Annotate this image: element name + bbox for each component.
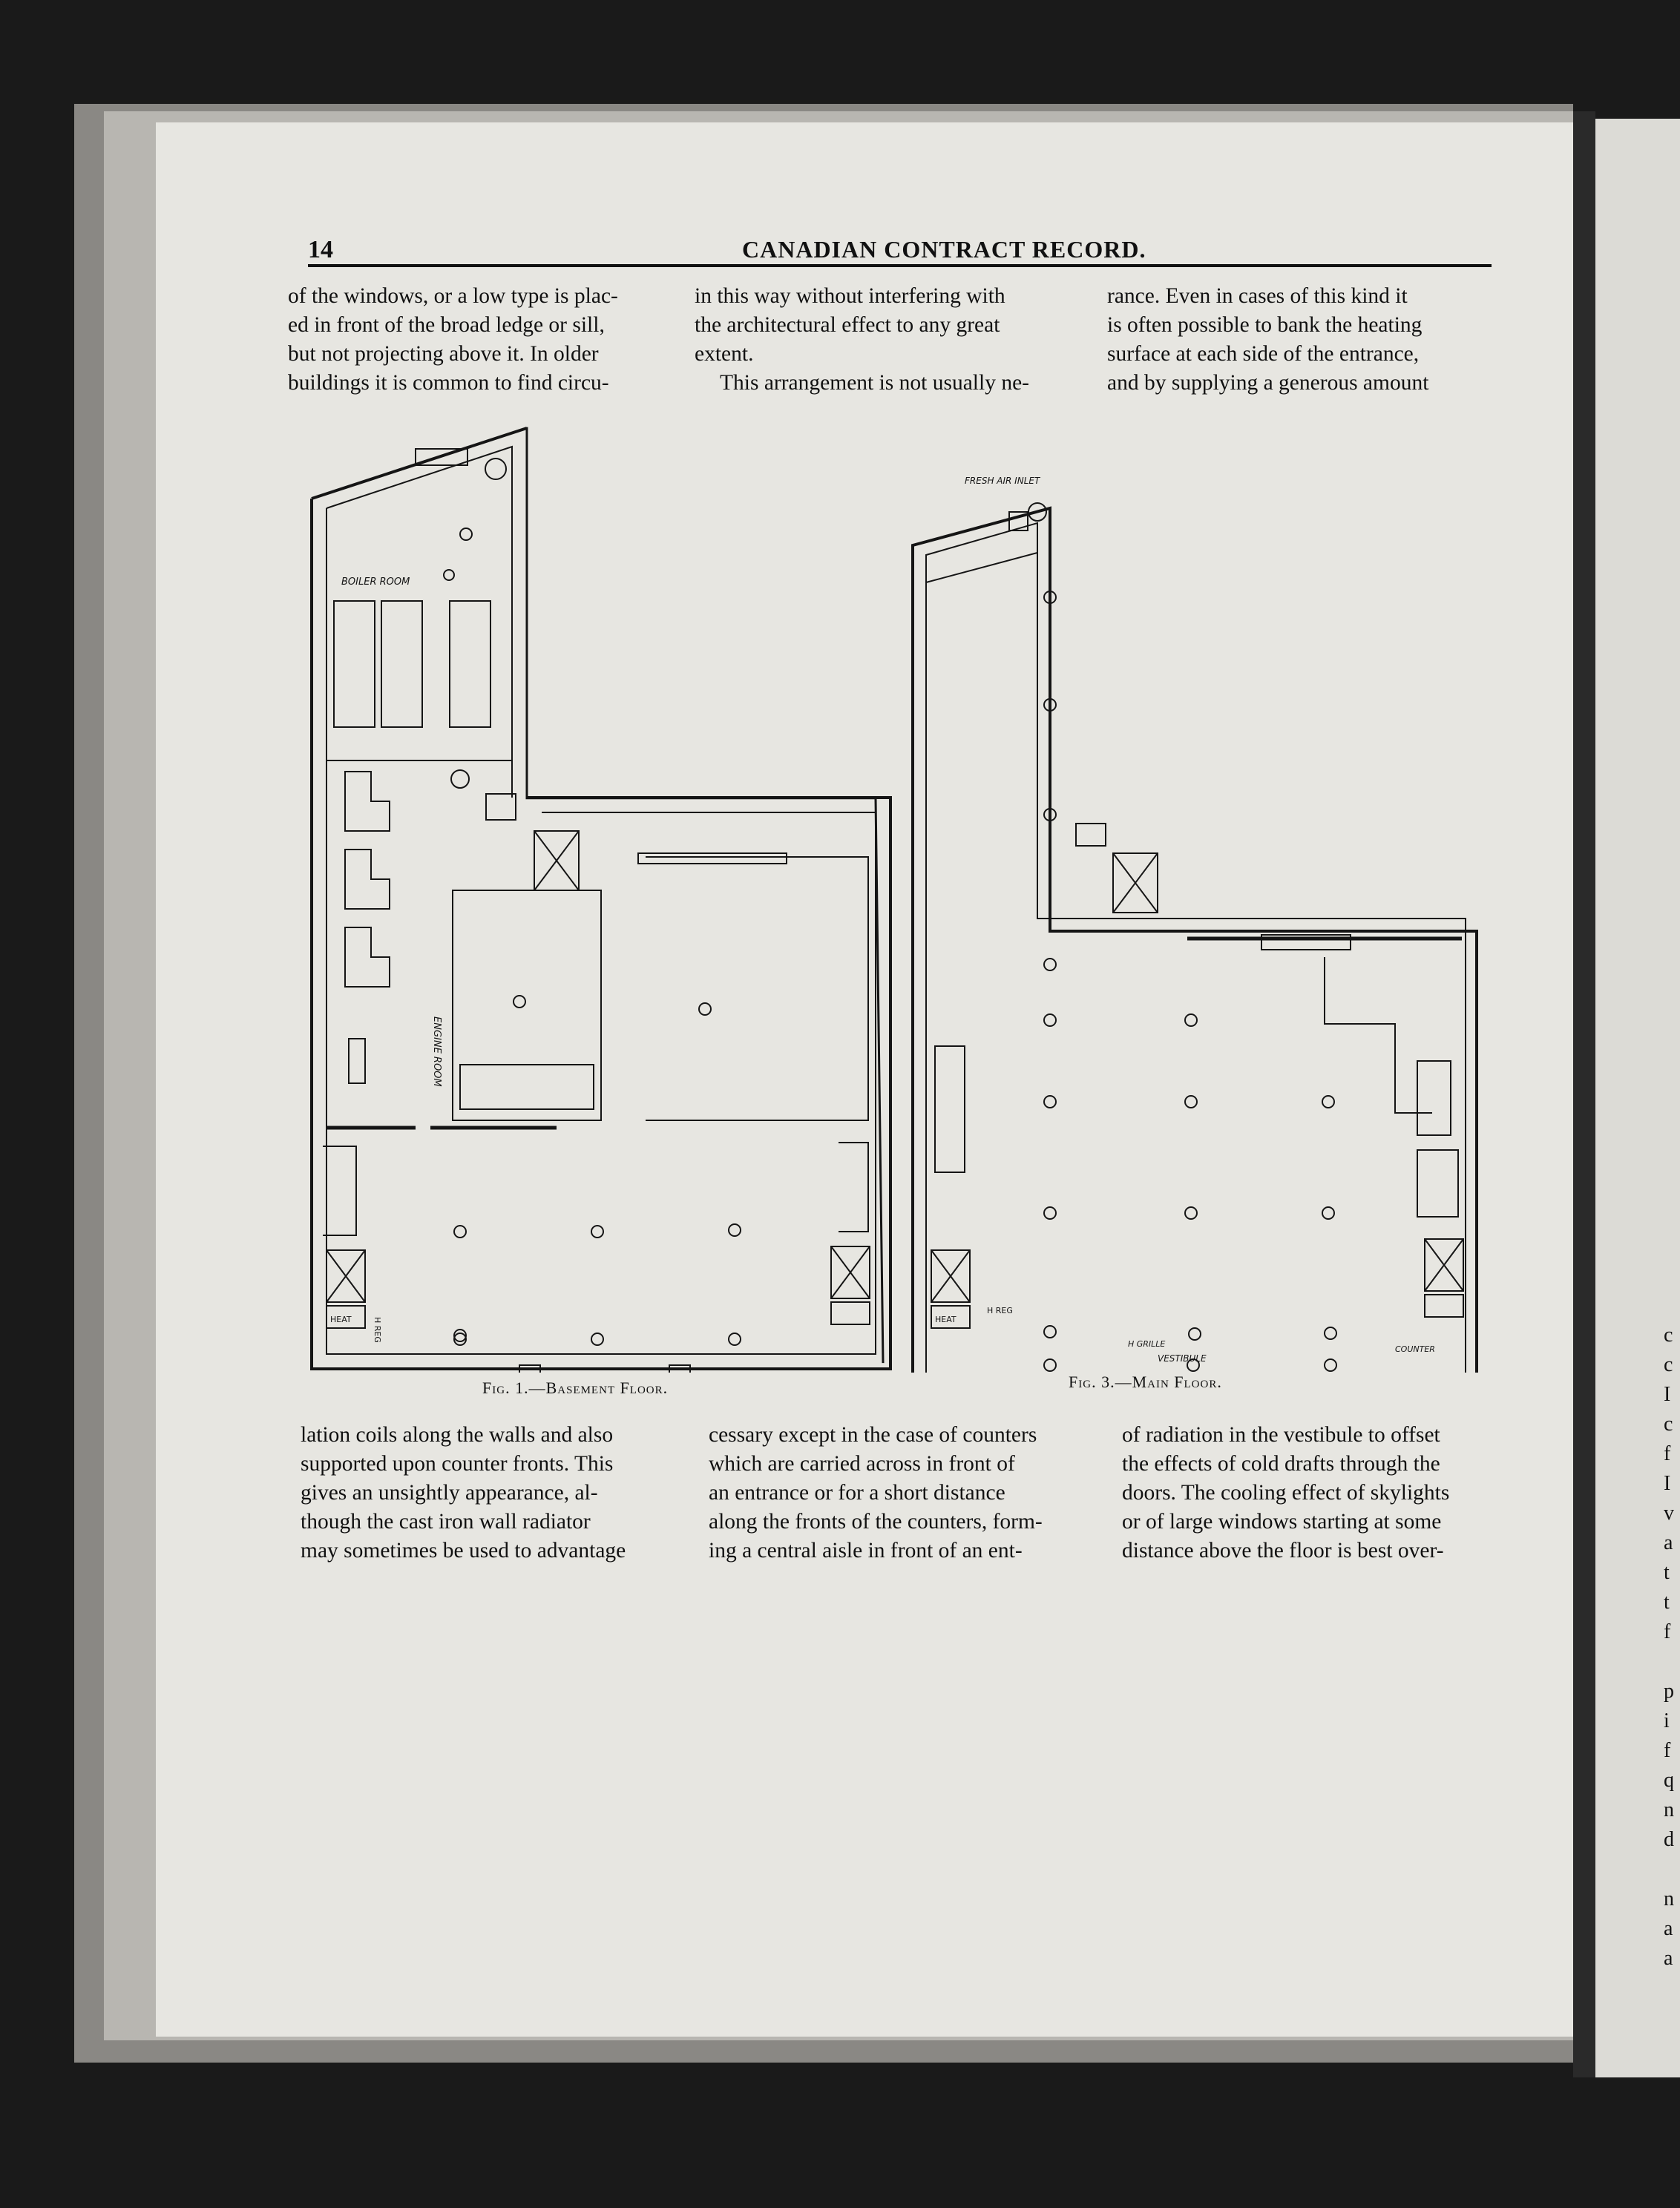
text-line: rance. Even in cases of this kind it (1107, 284, 1408, 308)
fragment: v (1664, 1502, 1674, 1525)
text-line: ing a central aisle in front of an ent- (709, 1539, 1023, 1563)
h-reg-label: H REG (373, 1317, 382, 1343)
page-number: 14 (308, 236, 333, 263)
basement-floor-plan: BOILER ROOM ENGINE ROOM HEAT H REG (310, 427, 892, 1373)
fragment: c (1664, 1413, 1673, 1436)
fragment: q (1664, 1769, 1674, 1792)
text-line: the architectural effect to any great (695, 313, 1000, 337)
text-line: an entrance or for a short distance (709, 1481, 1005, 1505)
fragment: t (1664, 1561, 1670, 1584)
bottom-column-1: lation coils along the walls and also su… (301, 1421, 686, 1565)
fragment: a (1664, 1917, 1673, 1940)
text-line: in this way without interfering with (695, 284, 1005, 308)
running-header: 14 CANADIAN CONTRACT RECORD. (308, 236, 1492, 267)
text-line: though the cast iron wall radiator (301, 1510, 591, 1534)
text-line: surface at each side of the entrance, (1107, 342, 1420, 366)
fresh-air-inlet-label: FRESH AIR INLET (965, 476, 1041, 486)
bottom-column-3: of radiation in the vestibule to offset … (1122, 1421, 1509, 1565)
fragment: t (1664, 1591, 1670, 1614)
fragment: d (1664, 1828, 1674, 1851)
text-line: but not projecting above it. In older (288, 342, 599, 366)
boiler-room-label: BOILER ROOM (341, 576, 410, 588)
fragment: a (1664, 1531, 1673, 1554)
journal-title: CANADIAN CONTRACT RECORD. (742, 236, 1146, 263)
book-gutter (1573, 111, 1595, 2077)
figure-1-caption: Fig. 1.—Basement Floor. (482, 1379, 669, 1397)
fragment: f (1664, 1442, 1671, 1465)
fragment: a (1664, 1947, 1673, 1970)
fragment: I (1664, 1472, 1671, 1495)
text-line: the effects of cold drafts through the (1122, 1452, 1440, 1476)
text-line: or of large windows starting at some (1122, 1510, 1442, 1534)
figure-3-caption: Fig. 3.—Main Floor. (1069, 1373, 1222, 1391)
text-line: may sometimes be used to advantage (301, 1539, 626, 1563)
h-reg-label: H REG (987, 1306, 1013, 1315)
fragment: c (1664, 1353, 1673, 1376)
text-line: cessary except in the case of counters (709, 1423, 1037, 1447)
text-line: distance above the floor is best over- (1122, 1539, 1444, 1563)
fragment: f (1664, 1620, 1671, 1643)
text-line: is often possible to bank the heating (1107, 313, 1423, 337)
h-grille-label: H GRILLE (1128, 1339, 1165, 1349)
text-line: which are carried across in front of (709, 1452, 1015, 1476)
fragment: i (1664, 1709, 1670, 1732)
fragment: n (1664, 1887, 1674, 1910)
top-column-1: of the windows, or a low type is plac- e… (288, 282, 666, 398)
text-line: doors. The cooling effect of skylights (1122, 1481, 1450, 1505)
text-line: gives an unsightly appearance, al- (301, 1481, 598, 1505)
text-line: buildings it is common to find circu- (288, 371, 609, 395)
fragment: n (1664, 1798, 1674, 1821)
bottom-column-2: cessary except in the case of counters w… (709, 1421, 1096, 1565)
fragment: c (1664, 1324, 1673, 1347)
text-line: This arrangement is not usually ne- (720, 371, 1029, 395)
top-column-2: in this way without interfering with the… (695, 282, 1082, 398)
fragment: p (1664, 1680, 1674, 1703)
floor-plans-drawing: BOILER ROOM ENGINE ROOM HEAT H REG (310, 427, 1478, 1373)
text-line: extent. (695, 342, 754, 366)
text-line: of the windows, or a low type is plac- (288, 284, 618, 308)
fragment: I (1664, 1383, 1671, 1406)
top-column-3: rance. Even in cases of this kind it is … (1107, 282, 1493, 398)
text-line: ed in front of the broad ledge or sill, (288, 313, 605, 337)
text-line: and by supplying a generous amount (1107, 371, 1429, 395)
fragment: f (1664, 1739, 1671, 1762)
fragment (1664, 1855, 1680, 1885)
vestibule-label: VESTIBULE (1158, 1353, 1207, 1364)
facing-page-fragments: c c I c f I v a t t f p i f q n d n a a (1664, 1321, 1680, 1974)
counter-label: COUNTER (1395, 1344, 1435, 1354)
text-line: lation coils along the walls and also (301, 1423, 614, 1447)
fragment (1664, 1647, 1680, 1677)
text-line: along the fronts of the counters, form- (709, 1510, 1043, 1534)
book-page (156, 122, 1573, 2037)
text-line: supported upon counter fronts. This (301, 1452, 614, 1476)
facing-page (1595, 119, 1680, 2077)
text-line: of radiation in the vestibule to offset (1122, 1423, 1440, 1447)
main-floor-plan: FRESH AIR INLET HEAT H REG H GRILLE VEST… (911, 476, 1478, 1373)
heat-label: HEAT (330, 1315, 352, 1324)
engine-room-label: ENGINE ROOM (431, 1016, 442, 1087)
heat-label: HEAT (935, 1315, 957, 1324)
